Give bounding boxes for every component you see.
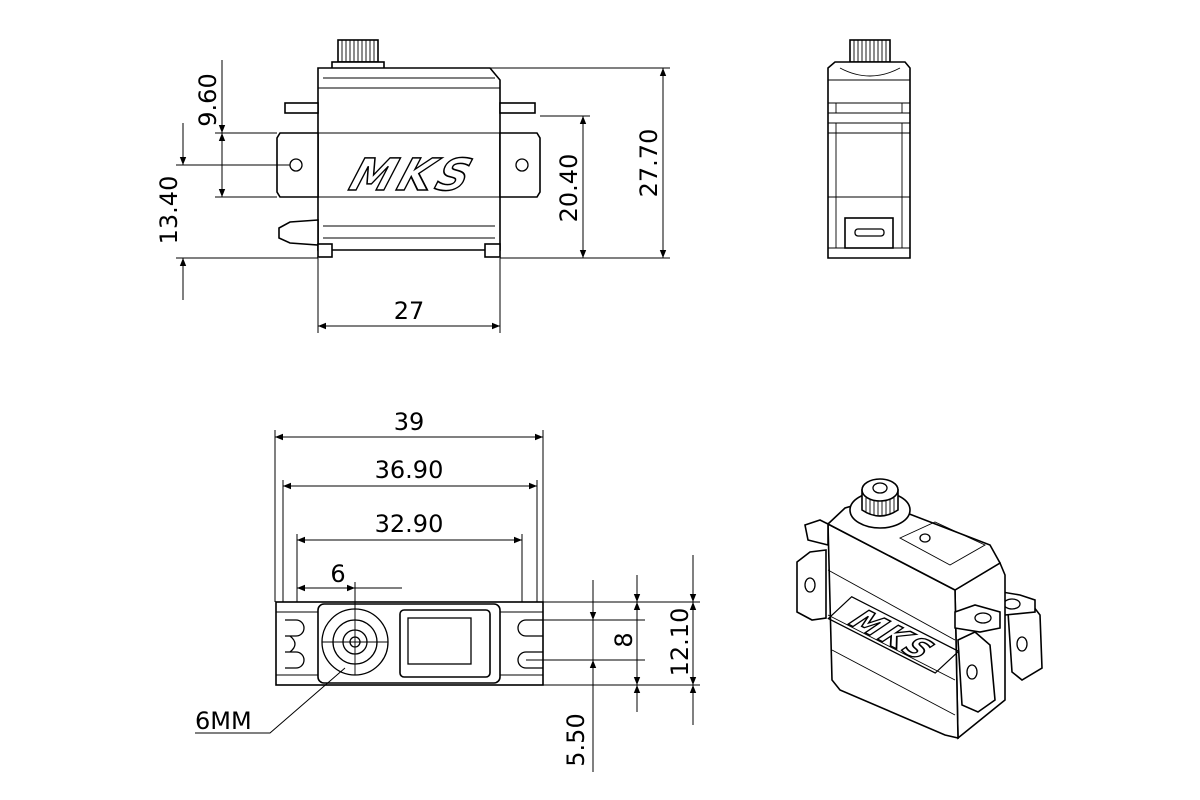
output-spline-gear <box>331 39 385 71</box>
dimension-8: 8 <box>526 575 645 712</box>
foot-left <box>317 243 333 258</box>
iso-tab-right-front <box>954 604 1001 633</box>
foot-right <box>484 243 501 258</box>
mks-logo-front: MKS <box>343 148 483 201</box>
dimension-39: 39 <box>274 408 544 602</box>
svg-text:5.50: 5.50 <box>562 713 590 766</box>
dimension-32-90: 32.90 <box>296 510 523 602</box>
svg-text:MKS: MKS <box>344 149 482 201</box>
dimension-36-90: 36.90 <box>282 456 538 602</box>
dimension-6: 6 <box>297 560 402 609</box>
dimension-27-70: 27.70 <box>490 67 670 259</box>
svg-text:6: 6 <box>330 560 345 588</box>
svg-text:6MM: 6MM <box>195 707 252 735</box>
svg-text:9.60: 9.60 <box>194 73 222 126</box>
shaft-diameter-callout: 6MM <box>195 667 346 735</box>
iso-flange-left <box>796 519 829 621</box>
output-shaft <box>321 608 389 676</box>
dimension-9-60: 9.60 <box>194 60 277 198</box>
svg-text:39: 39 <box>394 408 425 436</box>
svg-text:12.10: 12.10 <box>666 608 694 677</box>
svg-text:8: 8 <box>610 632 638 647</box>
wire-connector <box>278 219 319 246</box>
side-view <box>827 39 911 259</box>
svg-text:27.70: 27.70 <box>635 129 663 198</box>
svg-text:27: 27 <box>394 297 425 325</box>
mounting-flange-right <box>499 132 541 198</box>
dimension-12-10: 12.10 <box>543 555 700 725</box>
bottom-view: 39 36.90 32.90 6 8 <box>195 408 700 772</box>
flange-slots-right <box>517 619 543 669</box>
svg-text:13.40: 13.40 <box>155 176 183 245</box>
dimension-13-40: 13.40 <box>155 123 318 300</box>
upper-tab-left <box>284 102 319 114</box>
front-view: MKS 27.70 20.40 9.60 13.40 27 <box>155 39 670 333</box>
svg-text:32.90: 32.90 <box>375 510 444 538</box>
bottom-label-area <box>399 609 491 678</box>
iso-output-gear <box>849 478 911 529</box>
dimension-27: 27 <box>317 258 501 333</box>
svg-text:36.90: 36.90 <box>375 456 444 484</box>
wire-exit <box>844 217 894 249</box>
flange-slots-left <box>285 619 305 669</box>
isometric-view: MKS <box>796 478 1043 740</box>
svg-text:20.40: 20.40 <box>555 154 583 223</box>
dimension-5-50: 5.50 <box>562 580 597 772</box>
dimension-20-40: 20.40 <box>540 115 590 258</box>
iso-flange-right-front <box>957 631 996 713</box>
upper-tab-right <box>499 102 536 114</box>
